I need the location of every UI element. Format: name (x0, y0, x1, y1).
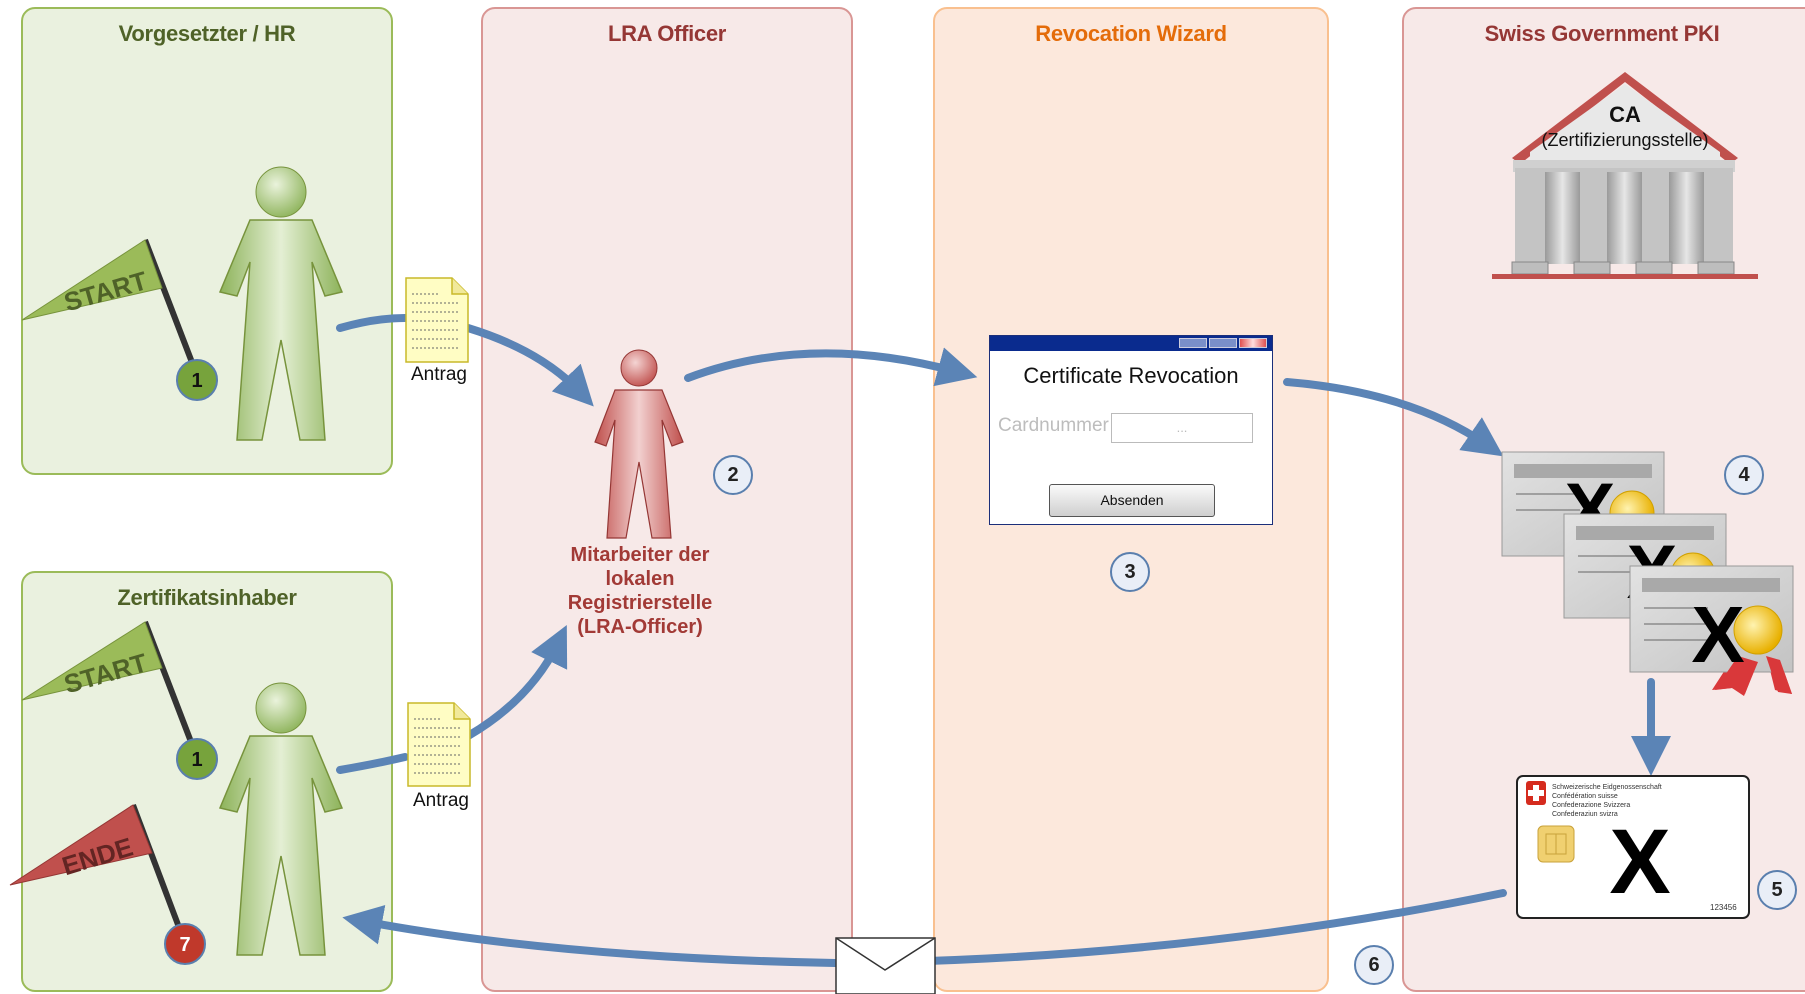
envelope-icon (835, 937, 936, 994)
card-number-label: Cardnummer (998, 415, 1109, 436)
smartcard-line: Schweizerische Eidgenossenschaft (1552, 784, 1662, 791)
revocation-wizard-window: Certificate Revocation Cardnummer ... Ab… (989, 335, 1273, 525)
request-label-2: Antrag (413, 790, 469, 811)
step-1-marker: 1 (176, 359, 218, 401)
step-7-marker: 7 (164, 923, 206, 965)
person-icon (218, 166, 344, 441)
revoked-mark: X (1609, 811, 1670, 913)
arrow-envelope-to-holder (342, 905, 839, 967)
arrow-request-to-lra (464, 324, 594, 407)
lane-title-hr: Vorgesetzter / HR (118, 21, 296, 46)
document-icon (405, 277, 469, 363)
person-icon (594, 349, 684, 539)
lane-title-holder: Zertifikatsinhaber (117, 585, 297, 610)
window-titlebar (990, 336, 1272, 351)
revoked-mark: X (1691, 590, 1744, 679)
smartcard-issuer-text: Schweizerische Eidgenossenschaft Confédé… (1552, 783, 1662, 819)
lra-officer-caption: Mitarbeiter der lokalen Registrierstelle… (535, 543, 745, 639)
smartcard-line: Confédération suisse (1552, 793, 1618, 800)
lane-title-pki: Swiss Government PKI (1484, 21, 1720, 46)
maximize-icon[interactable] (1209, 338, 1237, 348)
ca-subtitle: (Zertifizierungsstelle) (1541, 130, 1709, 150)
arrow-request-to-lra-2 (464, 625, 568, 740)
step-3-badge: 3 (1110, 552, 1150, 592)
window-title: Certificate Revocation (1023, 363, 1239, 388)
lra-caption-line: (LRA-Officer) (577, 616, 703, 638)
ca-title: CA (1609, 102, 1641, 127)
arrow-lra-to-wizard (684, 347, 978, 387)
arrow-hr-to-request (336, 314, 409, 332)
person-icon (218, 682, 344, 956)
flag-icon: START (21, 620, 196, 749)
step-5-badge: 5 (1757, 870, 1797, 910)
arrow-holder-to-request (336, 753, 409, 774)
step-7-label: 7 (179, 934, 190, 956)
smartcard-number: 123456 (1710, 903, 1737, 912)
card-number-input[interactable]: ... (1111, 413, 1253, 443)
step-6-badge: 6 (1354, 945, 1394, 985)
close-icon[interactable] (1239, 338, 1267, 348)
step-2-badge: 2 (713, 455, 753, 495)
lane-title-wizard: Revocation Wizard (1035, 21, 1227, 46)
smartcard-line: Confederazione Svizzera (1552, 802, 1631, 809)
step-1-marker-holder: 1 (176, 738, 218, 780)
building-icon (1492, 72, 1758, 279)
step-1-label: 1 (191, 370, 202, 392)
lane-title-lra: LRA Officer (607, 21, 727, 46)
flag-icon: START (21, 238, 196, 367)
flag-icon: ENDE (9, 803, 183, 932)
lra-caption-line: lokalen (605, 568, 675, 590)
certificate-icon: X (1629, 565, 1794, 696)
step-4-badge: 4 (1724, 455, 1764, 495)
request-label: Antrag (411, 364, 467, 385)
smartcard-line: Confederaziun svizra (1552, 811, 1618, 818)
submit-button[interactable]: Absenden (1049, 484, 1215, 517)
lra-caption-line: Mitarbeiter der (570, 544, 710, 566)
minimize-icon[interactable] (1179, 338, 1207, 348)
lra-caption-line: Registrierstelle (567, 592, 713, 614)
document-icon (407, 702, 471, 787)
smartcard-icon: X (1516, 775, 1750, 919)
arrow-wizard-to-pki (1283, 378, 1504, 457)
step-1-label-holder: 1 (191, 749, 202, 771)
